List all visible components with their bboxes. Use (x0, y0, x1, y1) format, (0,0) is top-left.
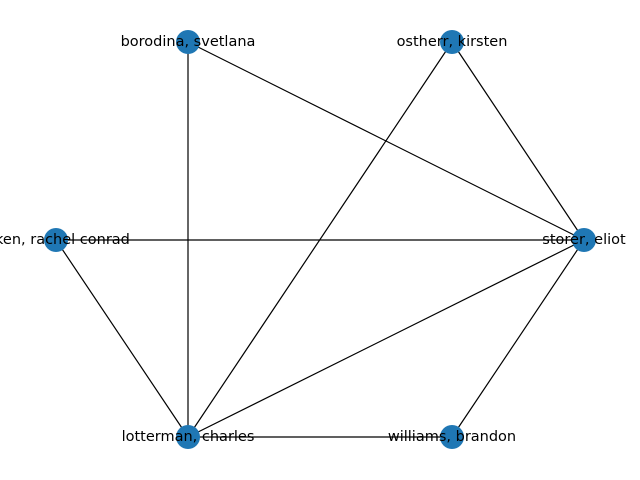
node-borodina (176, 30, 200, 54)
node-label-lotterman: lotterman, charles (122, 429, 255, 445)
edge-storer-williams (451, 239, 585, 438)
edge-lotterman-storer (187, 239, 585, 438)
node-lotterman (176, 425, 200, 449)
node-label-borodina: borodina, svetlana (121, 34, 256, 50)
node-williams (440, 425, 464, 449)
node-ostherr (440, 30, 464, 54)
node-aiken (44, 228, 68, 252)
node-label-aiken: aiken, rachel conrad (0, 232, 130, 248)
node-label-williams: williams, brandon (388, 429, 516, 445)
node-label-ostherr: ostherr, kirsten (397, 34, 508, 50)
node-label-storer: storer, eliot (542, 232, 626, 248)
labels-layer: borodina, svetlana ostherr, kirsten storer… (0, 34, 626, 445)
node-storer (572, 228, 596, 252)
edge-aiken-lotterman (55, 239, 189, 438)
nodes-layer (44, 30, 596, 449)
edge-ostherr-storer (451, 41, 585, 241)
edges-layer (55, 41, 585, 438)
